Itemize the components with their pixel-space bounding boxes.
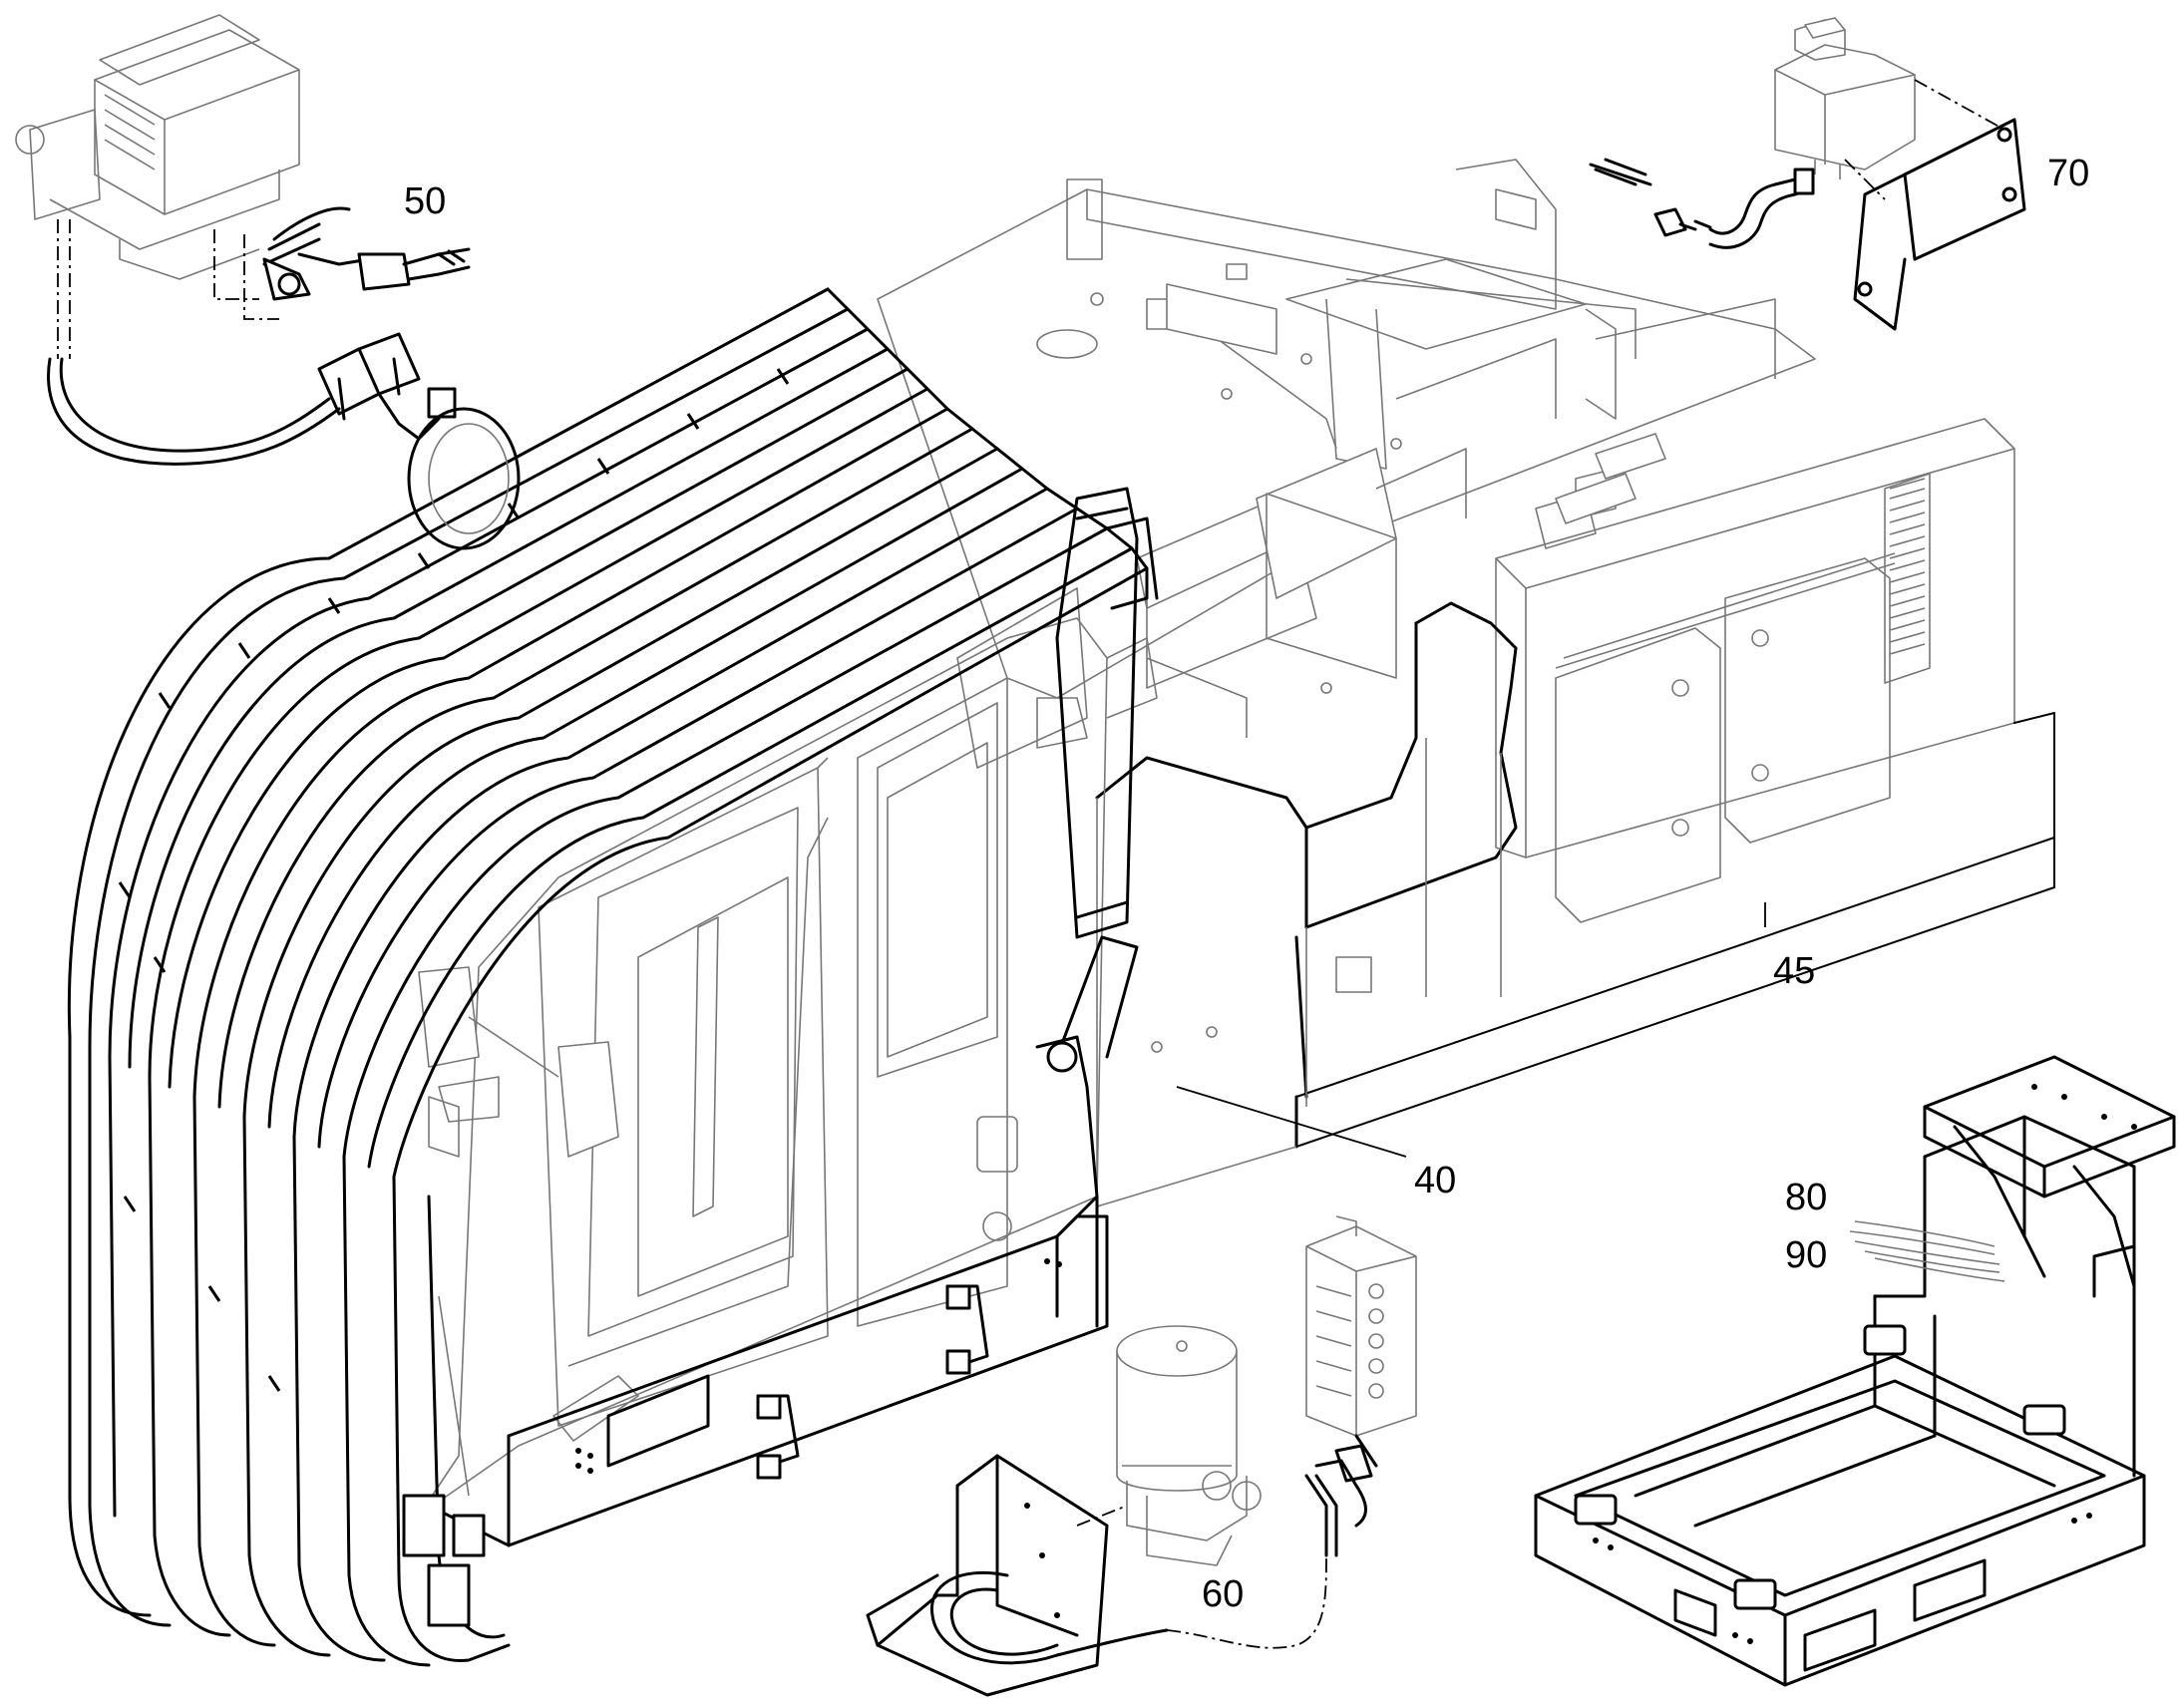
fops-guard [67,287,1159,1667]
distribution-block [1305,1215,1417,1437]
callout-70: 70 [2047,153,2090,194]
upper-frame [877,159,1816,769]
hose-fitting [1304,1434,1378,1557]
washer-tank [1774,17,2005,200]
counterweight [1295,418,2055,1148]
washer-pump-and-hose [1589,158,1815,249]
callout-90: 90 [1785,1234,1828,1276]
callout-50: 50 [404,180,447,222]
heater-unit [15,14,300,359]
cab-base-frame [1534,1055,2176,1687]
grease-pump [1116,1325,1262,1566]
fan-housing [407,407,521,550]
callout-40: 40 [1414,1160,1457,1201]
wire-harness [1849,1220,2005,1282]
grease-pump-bracket [866,1454,1128,1697]
callout-80: 80 [1785,1177,1828,1218]
callout-60: 60 [1202,1573,1245,1615]
grease-hose [929,1554,1327,1665]
side-cover [1095,601,1518,1207]
washer-bracket [1853,118,2026,331]
operator-cab [407,487,1158,1547]
leader-lines [1176,902,1766,1158]
callout-45: 45 [1773,950,1816,992]
heater-hose-and-switch [47,206,471,466]
